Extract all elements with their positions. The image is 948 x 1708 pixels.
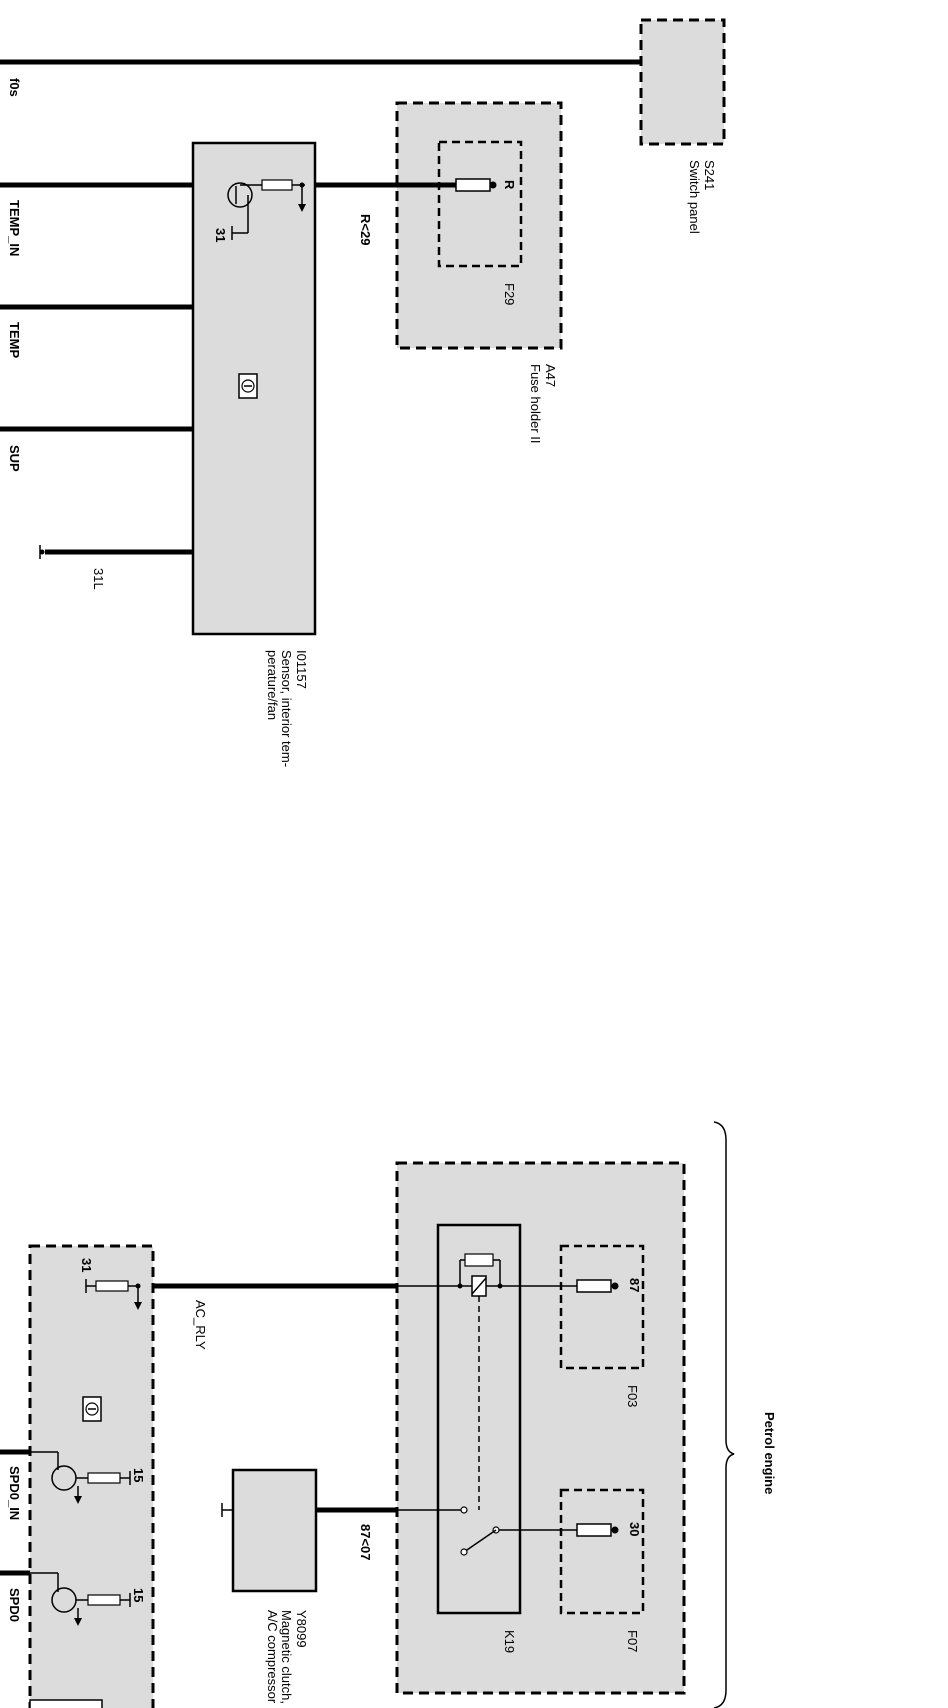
transistor-icon: [227, 182, 253, 208]
transistor-a-pin: 15: [131, 1468, 146, 1482]
svg-text:Y8099: Y8099: [294, 1610, 309, 1648]
magnetic-clutch-y8099-box: [231, 1468, 318, 1593]
fuse-f07-box: [559, 1488, 645, 1615]
wire-ac-rly-label: AC_RLY: [193, 1300, 208, 1350]
fuse-f07-label: F07: [625, 1630, 640, 1652]
left-signal-6: SPD0: [7, 1588, 22, 1622]
fuse-f03-box: [559, 1244, 645, 1370]
svg-text:Fuse holder II: Fuse holder II: [528, 364, 543, 444]
lower-module-ground: 31: [79, 1258, 94, 1272]
left-signal-1: f0s: [7, 78, 22, 97]
i01157-label: I01157 Sensor, interior tem- perature/fa…: [265, 650, 309, 767]
fuse-holder-a47-box: [395, 101, 563, 350]
sensor-ground-label: 31: [213, 228, 228, 242]
relay-k19-area: [395, 1161, 686, 1695]
transistor-b-pin: 15: [131, 1588, 146, 1602]
fuse-f07-icon: [576, 1523, 612, 1537]
a47-label: A47 Fuse holder II: [528, 364, 558, 444]
left-signal-3: TEMP: [7, 322, 22, 358]
fuse-f29-icon: [455, 178, 491, 192]
relay-k19-body: [436, 1223, 522, 1615]
svg-text:A/C compressor: A/C compressor: [265, 1610, 280, 1704]
resistor-icon: [261, 179, 293, 191]
svg-text:perature/fan: perature/fan: [265, 650, 280, 720]
y8099-label: Y8099 Magnetic clutch, A/C compressor: [265, 1610, 309, 1704]
left-signal-4: SUP: [7, 445, 22, 472]
svg-text:S241: S241: [702, 160, 717, 190]
ground-31l-label: 31L: [91, 568, 106, 590]
fuse-f29-label: F29: [502, 283, 517, 305]
svg-text:A47: A47: [543, 364, 558, 387]
pin-87-label: 87: [627, 1278, 642, 1292]
switch-panel-s241-box: [639, 18, 726, 146]
fuse-f29-box: [437, 140, 523, 268]
left-signal-2: TEMP_IN: [7, 200, 22, 256]
lower-module-box: [28, 1244, 155, 1708]
fuse-f03-label: F03: [625, 1385, 640, 1407]
svg-text:I01157: I01157: [294, 650, 309, 689]
svg-text:Sensor, interior tem-: Sensor, interior tem-: [279, 650, 294, 767]
k19-label: K19: [502, 1630, 517, 1653]
s241-label: S241 Switch panel: [687, 160, 717, 234]
pin-30-label: 30: [627, 1522, 642, 1536]
left-signal-5: SPD0_IN: [7, 1466, 22, 1520]
svg-text:Switch panel: Switch panel: [687, 160, 702, 234]
svg-text:Magnetic clutch,: Magnetic clutch,: [279, 1610, 294, 1704]
group-label-petrol-engine: Petrol engine: [762, 1412, 777, 1494]
fuse-f29-pin-dot: [489, 181, 497, 189]
wire-87-07-label: 87<07: [358, 1524, 373, 1561]
group-brace-icon: [713, 1121, 735, 1708]
arrow-icon: [298, 204, 306, 212]
fuse-f03-icon: [576, 1279, 612, 1293]
wire-r29-label: R<29: [358, 214, 373, 245]
pin-r-label: R: [502, 180, 517, 190]
relay-switch-icon: [463, 1529, 497, 1553]
